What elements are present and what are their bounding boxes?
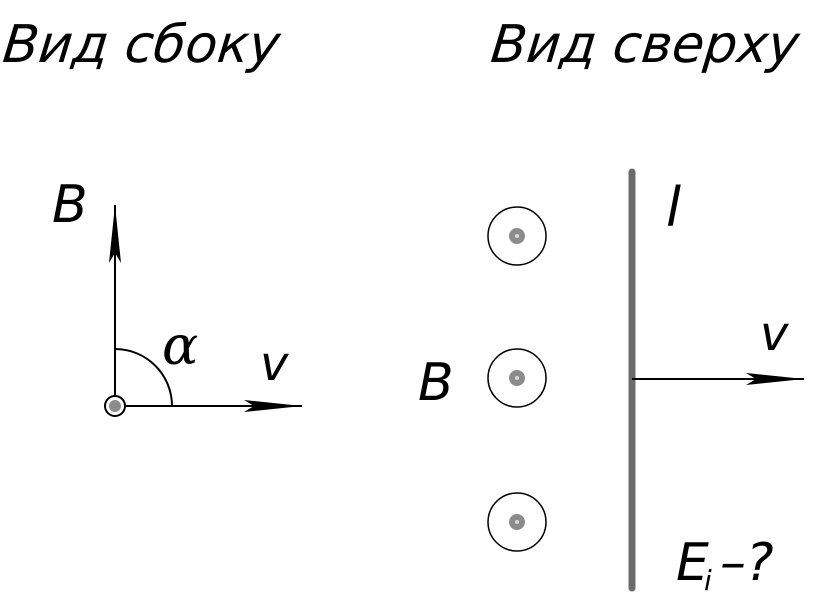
side-view-title: Вид сбоку [0,15,284,75]
emf-subscript: i [704,564,712,597]
emf-symbol: E [676,533,709,593]
field-symbol-bottom [487,492,547,552]
velocity-label-side: v [260,336,289,392]
velocity-label-top: v [760,306,789,362]
emf-question: E i –? [676,533,774,597]
angle-label: α [162,314,198,377]
top-view-title: Вид сверху [488,15,803,75]
field-symbol-top [487,206,547,266]
side-view-diagram: B α v [52,175,302,417]
field-label-top: B [418,353,454,413]
top-view-diagram: B l v E i –? [418,168,804,597]
emf-question-mark: –? [720,533,774,593]
angle-arc [114,348,173,407]
conductor-label: l [666,176,681,239]
field-label-side: B [52,175,88,235]
conductor-dot-side-center [109,400,121,412]
field-symbol-middle [487,348,547,408]
